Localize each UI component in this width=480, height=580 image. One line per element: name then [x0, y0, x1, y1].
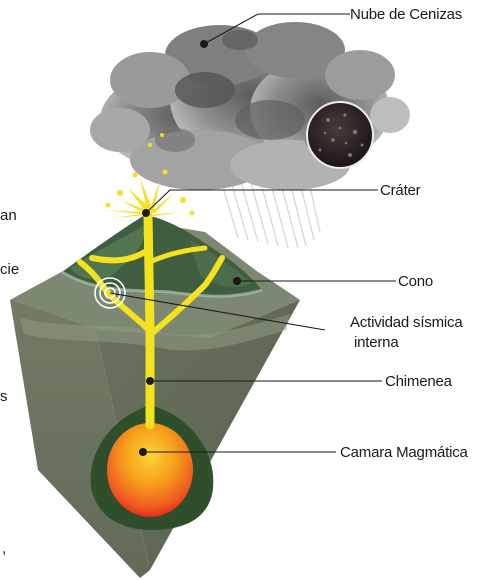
ash-cloud — [90, 22, 410, 190]
label-conduit: Chimenea — [385, 373, 452, 390]
cut-off-text-4: , — [2, 540, 6, 557]
cut-off-text-1: an — [0, 207, 17, 224]
label-magma-chamber: Camara Magmática — [340, 444, 468, 461]
label-ash-cloud: Nube de Cenizas — [350, 6, 462, 23]
cut-off-text-3: s — [0, 388, 8, 405]
label-seismic-line2: interna — [354, 334, 398, 351]
label-crater: Cráter — [380, 182, 420, 199]
cut-off-text-2: cie — [0, 261, 19, 278]
main-conduit — [148, 215, 150, 425]
label-cone: Cono — [398, 273, 433, 290]
magma-chamber — [107, 423, 193, 517]
ash-sample-magnifier — [307, 102, 373, 168]
label-seismic-line1: Actividad sísmica — [350, 314, 462, 331]
